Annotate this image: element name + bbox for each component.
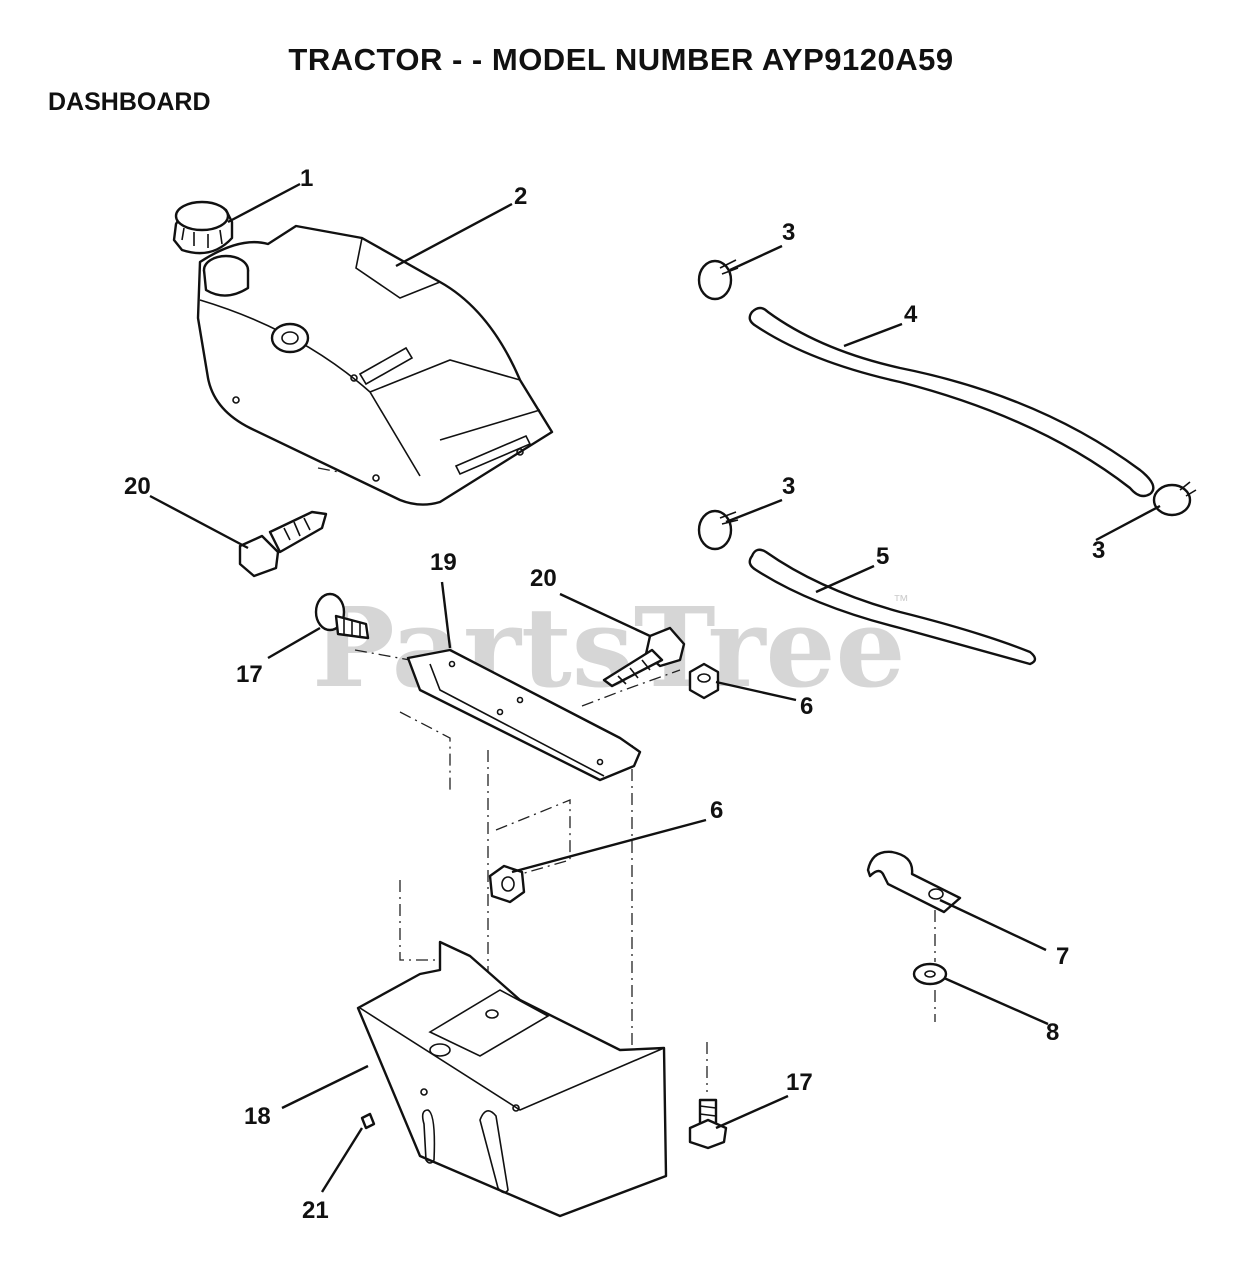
callout-4: 4 <box>904 301 918 328</box>
leader-lines <box>149 182 1161 1193</box>
pipe-clip-part <box>866 850 962 914</box>
callout-8: 8 <box>1046 1019 1059 1046</box>
callout-3-right: 3 <box>1092 537 1105 564</box>
callout-2: 2 <box>514 183 527 210</box>
callout-20-lower: 20 <box>530 565 557 592</box>
hose-clamp-mid <box>697 509 739 551</box>
hose-clamp-right <box>1152 481 1197 517</box>
callout-1: 1 <box>300 165 313 192</box>
callout-numbers: 1 2 3 4 3 3 5 20 19 20 17 6 6 7 8 17 18 … <box>124 165 1105 1224</box>
dashboard-tank-part <box>196 224 554 506</box>
callout-7: 7 <box>1056 943 1069 970</box>
bracket-part <box>406 648 642 782</box>
fuel-hose-short <box>748 548 1037 666</box>
screw-lower <box>602 626 686 688</box>
diagram-title: TRACTOR - - MODEL NUMBER AYP9120A59 <box>288 42 954 77</box>
callout-3-mid: 3 <box>782 473 795 500</box>
callout-5: 5 <box>876 543 889 570</box>
callout-19: 19 <box>430 549 457 576</box>
callout-6-lower: 6 <box>710 797 723 824</box>
clip-21-part <box>360 1112 376 1130</box>
fuel-hose-long <box>748 306 1155 498</box>
callout-20-upper: 20 <box>124 473 151 500</box>
watermark-trademark: ™ <box>893 593 909 610</box>
callout-17-lower: 17 <box>786 1069 813 1096</box>
callout-6-upper: 6 <box>800 693 813 720</box>
bolt-17-upper <box>314 592 370 640</box>
callout-21: 21 <box>302 1197 329 1224</box>
fuel-cap-part <box>172 200 234 255</box>
nut-6-upper <box>688 662 720 700</box>
lower-panel-part <box>356 940 668 1218</box>
washer-part <box>912 962 948 986</box>
hose-clamp-top <box>697 259 739 301</box>
watermark-text: PartsTree <box>312 583 906 712</box>
bolt-17-lower <box>688 1098 728 1150</box>
section-label: DASHBOARD <box>48 88 211 116</box>
watermark: PartsTree ™ <box>312 583 909 712</box>
screw-upper <box>238 510 328 578</box>
nut-6-lower <box>488 864 526 904</box>
callout-3-top: 3 <box>782 219 795 246</box>
callout-18: 18 <box>244 1103 271 1130</box>
callout-17-upper: 17 <box>236 661 263 688</box>
